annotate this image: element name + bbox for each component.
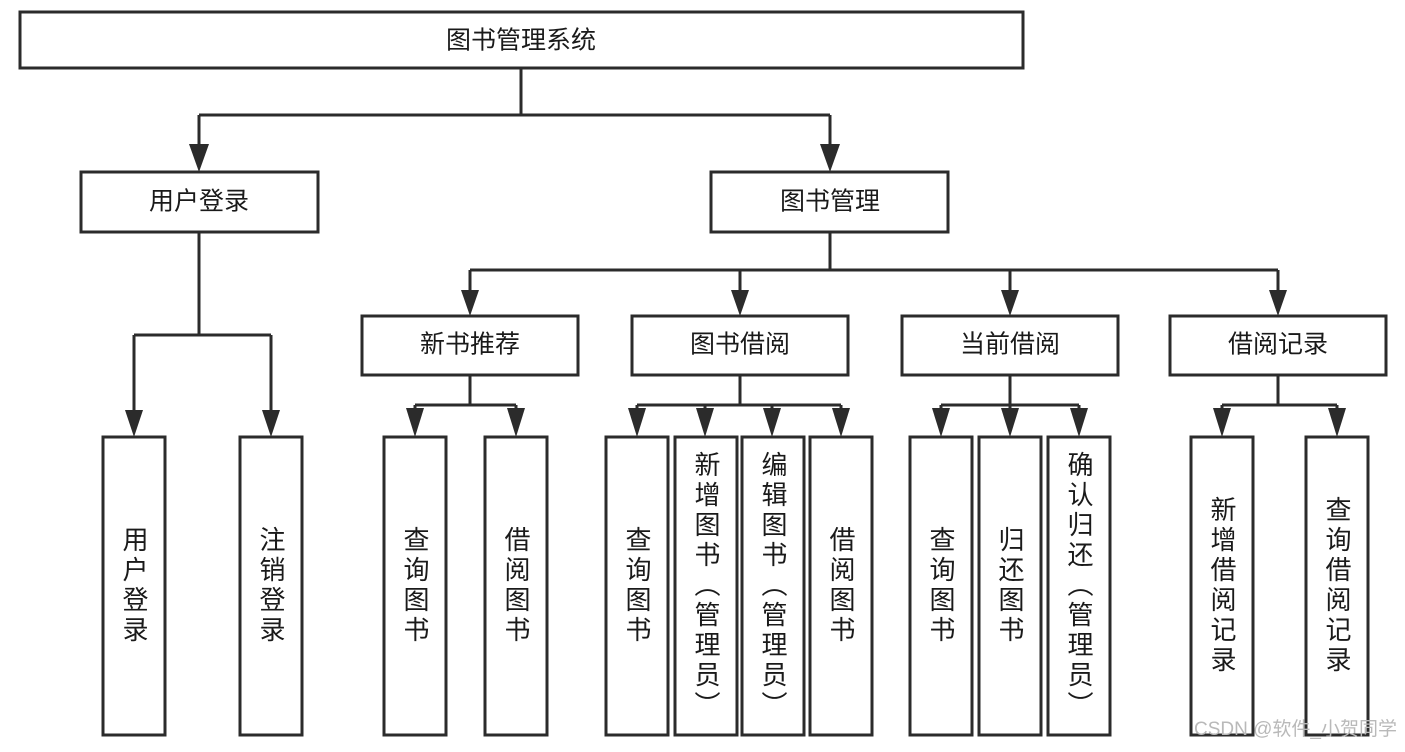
node-box[interactable] <box>79 170 320 234</box>
leaf-group-new-book <box>382 435 549 737</box>
arrow-head-icon <box>763 408 781 437</box>
leaf-box-query-book[interactable] <box>908 435 974 737</box>
node-label: 图书管理系统 <box>446 27 596 55</box>
arrow-head-icon <box>406 408 424 437</box>
node-box[interactable] <box>360 314 580 377</box>
node-root-system[interactable]: 图书管理系统 <box>18 10 1025 70</box>
node-box[interactable] <box>1168 314 1388 377</box>
arrow-head-icon <box>731 290 749 316</box>
node-label: 新书推荐 <box>420 331 520 359</box>
leaf-box-query-book[interactable] <box>382 435 448 737</box>
node-borrow-record[interactable]: 借阅记录 <box>1168 314 1388 377</box>
node-book-management[interactable]: 图书管理 <box>709 170 950 234</box>
leaf-box-confirm-return[interactable] <box>1046 435 1112 737</box>
node-current-borrow[interactable]: 当前借阅 <box>900 314 1120 377</box>
leaf-group-book-borrow <box>604 435 874 737</box>
node-box[interactable] <box>18 10 1025 70</box>
node-user-login[interactable]: 用户登录 <box>79 170 320 234</box>
arrow-head-icon <box>1213 408 1231 437</box>
connector-bookmgmt-to-level3 <box>461 232 1287 316</box>
arrow-head-icon <box>1269 290 1287 316</box>
arrow-head-icon <box>461 290 479 316</box>
leaf-box-return-book[interactable] <box>977 435 1043 737</box>
connector-bookborrow-to-leaves <box>628 375 850 437</box>
leaf-box-edit-book[interactable] <box>740 435 806 737</box>
leaf-group-current-borrow <box>908 435 1112 737</box>
arrow-head-icon <box>628 408 646 437</box>
node-book-borrow[interactable]: 图书借阅 <box>630 314 850 377</box>
leaf-group-user-login <box>101 435 304 737</box>
leaf-box-add-book[interactable] <box>673 435 739 737</box>
arrow-head-icon <box>696 408 714 437</box>
node-label: 借阅记录 <box>1228 331 1328 359</box>
connector-newbook-to-leaves <box>406 375 525 437</box>
leaf-box-query-book[interactable] <box>604 435 670 737</box>
node-label: 图书管理 <box>780 188 880 216</box>
arrow-head-icon <box>507 408 525 437</box>
leaf-box-borrow-book[interactable] <box>808 435 874 737</box>
arrow-head-icon <box>189 144 209 172</box>
connector-currentborrow-to-leaves <box>932 375 1088 437</box>
leaf-box-add-record[interactable] <box>1189 435 1255 737</box>
arrow-head-icon <box>1001 408 1019 437</box>
arrow-head-icon <box>1070 408 1088 437</box>
node-box[interactable] <box>630 314 850 377</box>
leaf-box-logout[interactable] <box>238 435 304 737</box>
leaf-group-borrow-record <box>1189 435 1370 737</box>
node-label: 当前借阅 <box>960 331 1060 359</box>
connector-borrowrecord-to-leaves <box>1213 375 1346 437</box>
leaf-box-query-record[interactable] <box>1304 435 1370 737</box>
node-label: 用户登录 <box>149 188 249 216</box>
leaf-box-borrow-book[interactable] <box>483 435 549 737</box>
node-label: 图书借阅 <box>690 331 790 359</box>
connector-userlogin-to-leaves <box>125 232 280 437</box>
arrow-head-icon <box>262 410 280 437</box>
leaf-box-user-login[interactable] <box>101 435 167 737</box>
connector-root-to-level2 <box>189 68 840 172</box>
arrow-head-icon <box>820 144 840 172</box>
arrow-head-icon <box>832 408 850 437</box>
node-box[interactable] <box>900 314 1120 377</box>
arrow-head-icon <box>932 408 950 437</box>
arrow-head-icon <box>125 410 143 437</box>
node-new-book-recommend[interactable]: 新书推荐 <box>360 314 580 377</box>
arrow-head-icon <box>1001 290 1019 316</box>
node-box[interactable] <box>709 170 950 234</box>
arrow-head-icon <box>1328 408 1346 437</box>
